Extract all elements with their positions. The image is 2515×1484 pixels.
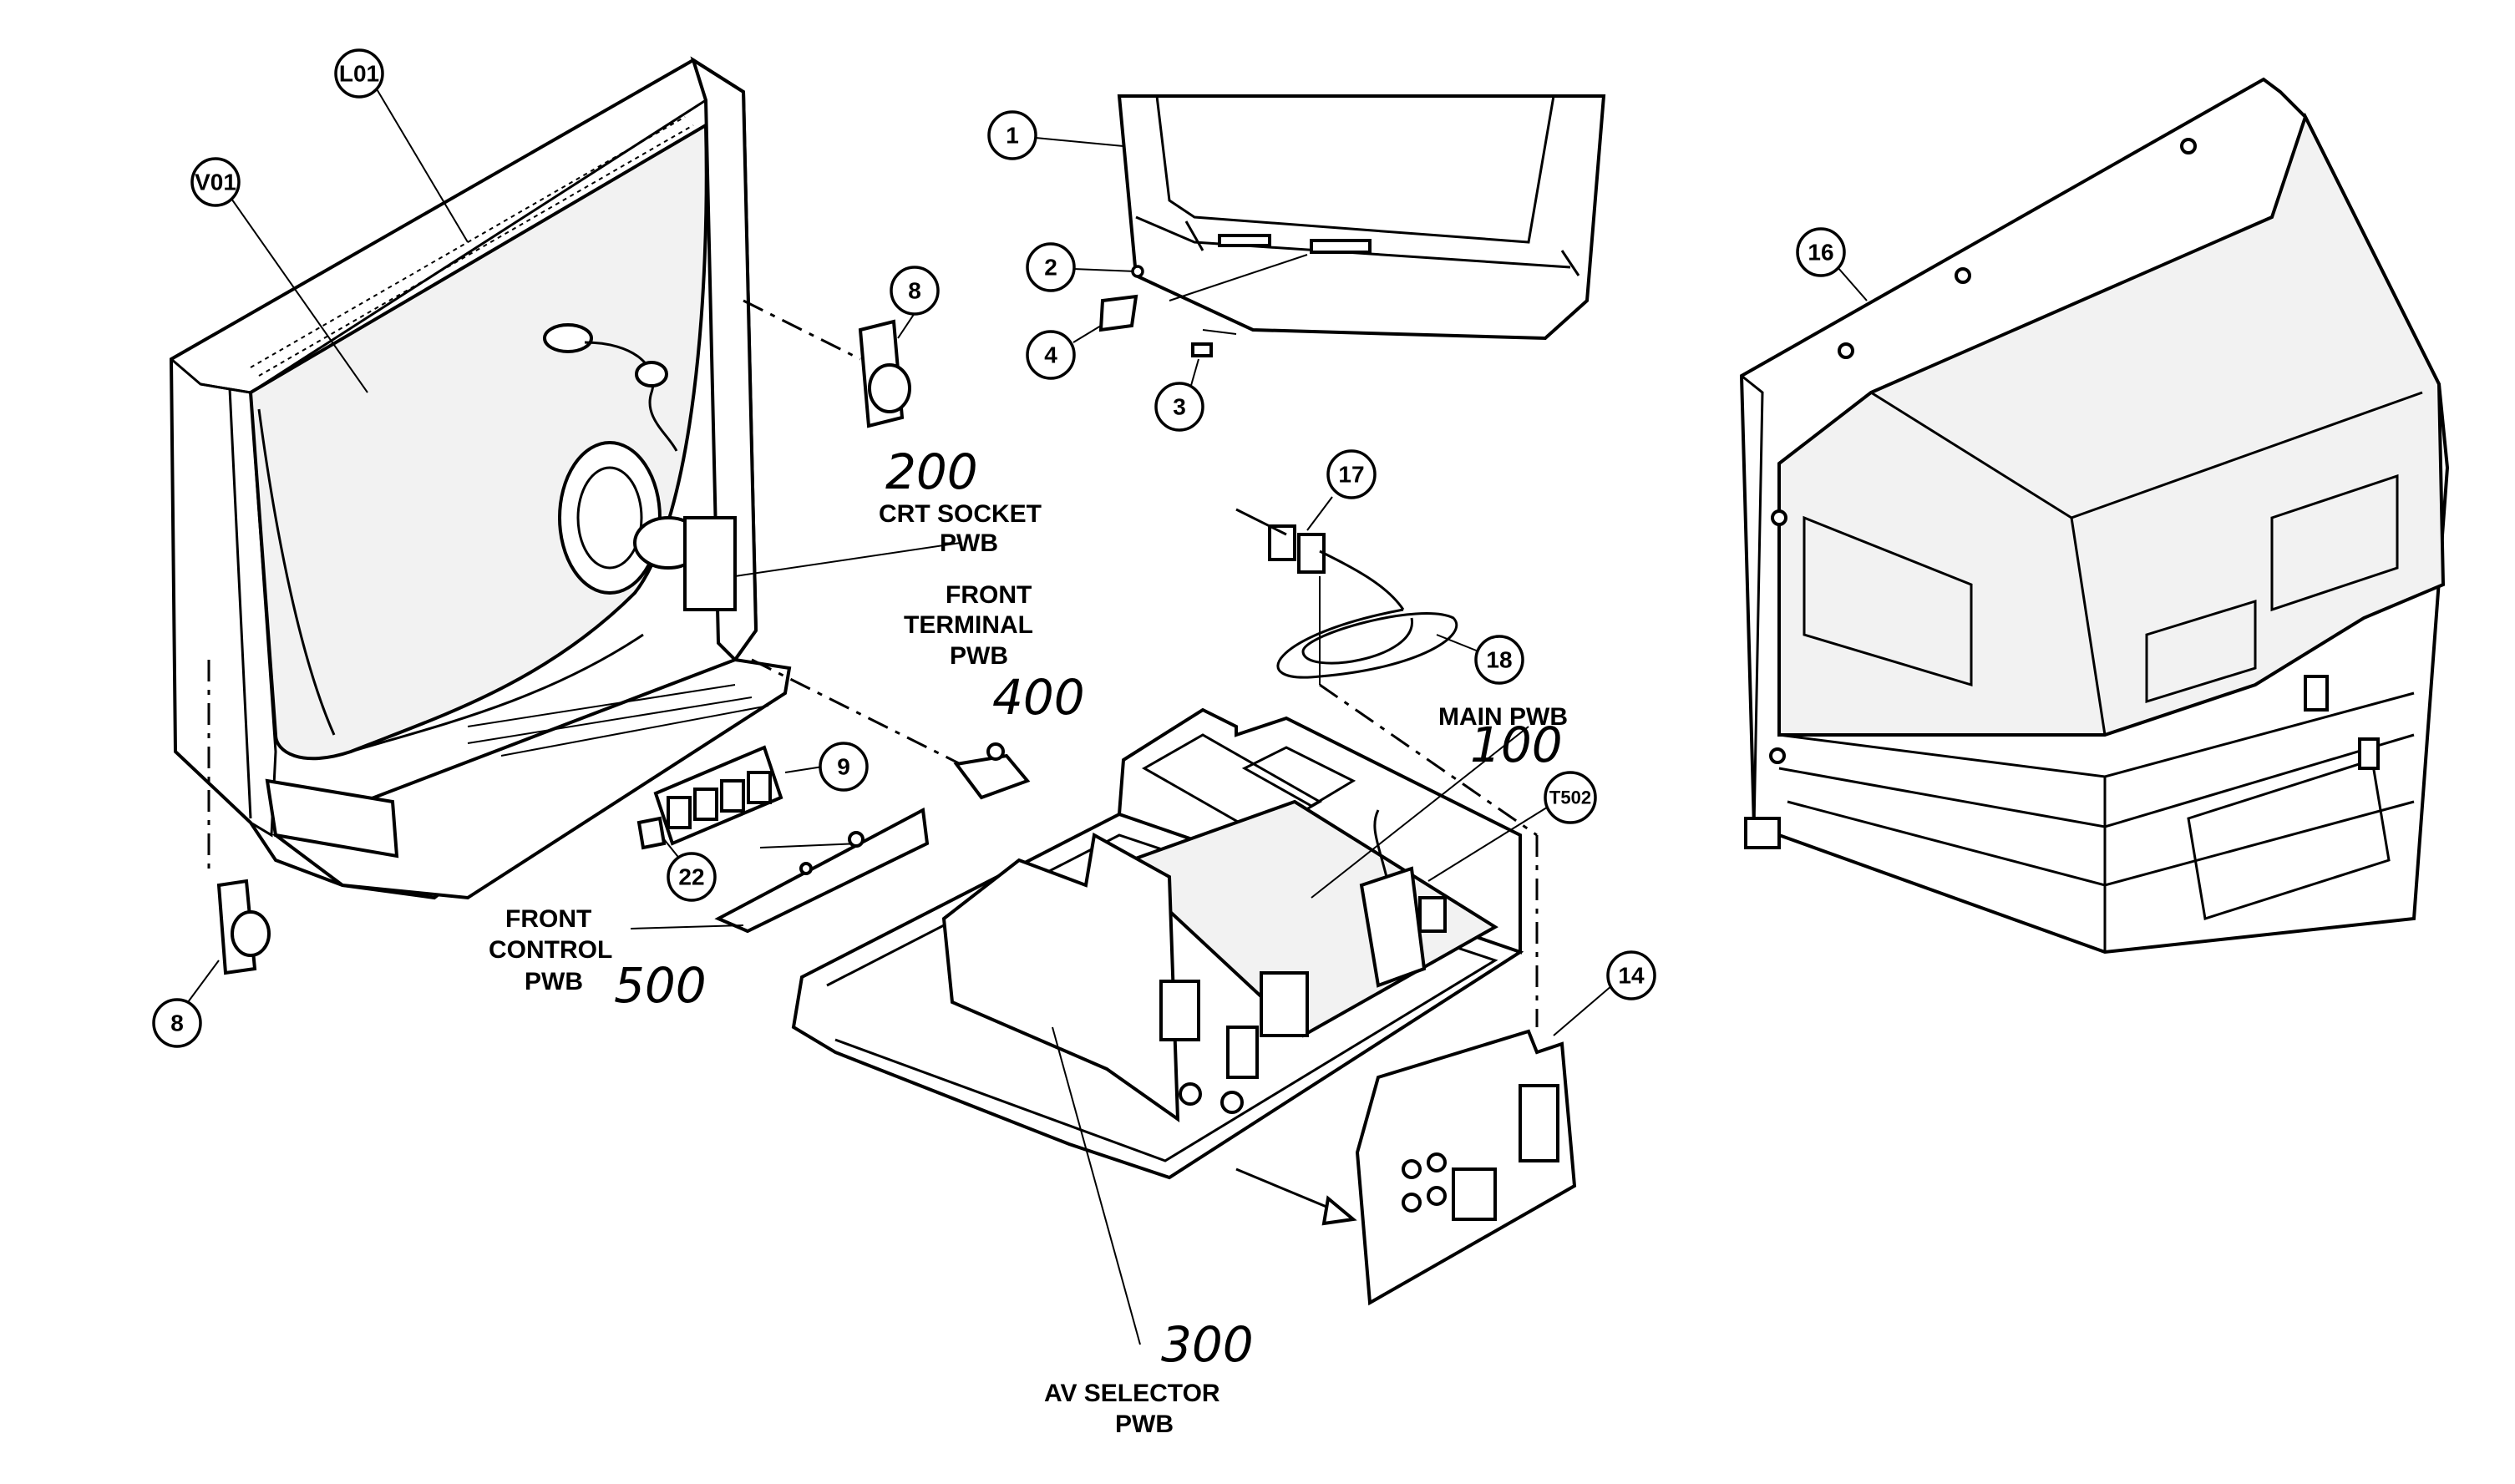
callout-4: 4 xyxy=(1026,294,1138,380)
front-terminal-label-line3: PWB xyxy=(950,642,1008,670)
callout-8-lower: 8 xyxy=(152,960,220,1048)
callout-1: 1 xyxy=(987,110,1124,160)
svg-text:4: 4 xyxy=(1044,342,1057,368)
callout-v01: V01 xyxy=(190,157,368,393)
speaker-upper xyxy=(743,299,911,428)
callout-3: 3 xyxy=(1154,254,1308,432)
main-pwb-leader xyxy=(1311,726,1529,899)
front-view-tv xyxy=(1117,94,1606,341)
svg-text:16: 16 xyxy=(1808,240,1833,266)
callout-17: 17 xyxy=(1306,449,1377,531)
rear-cabinet xyxy=(1739,77,2450,955)
front-terminal-board xyxy=(751,658,1031,800)
svg-text:8: 8 xyxy=(908,278,921,304)
crt-socket-label-line2: PWB xyxy=(940,529,998,557)
main-chassis xyxy=(791,683,1577,1306)
svg-text:14: 14 xyxy=(1618,963,1645,989)
front-control-label-line2: CONTROL xyxy=(489,936,612,964)
front-terminal-label-line2: TERMINAL xyxy=(904,611,1033,639)
front-terminal-number: 400 xyxy=(992,669,1085,726)
av-selector-leader xyxy=(1052,1026,1141,1345)
callout-16: 16 xyxy=(1796,227,1868,301)
callout-8-upper: 8 xyxy=(890,266,940,339)
svg-text:17: 17 xyxy=(1338,462,1364,488)
front-control-label-line3: PWB xyxy=(525,968,583,995)
front-control-number: 500 xyxy=(614,957,707,1014)
crt-socket-number: 200 xyxy=(885,443,978,500)
crt-socket-label-line1: CRT SOCKET xyxy=(879,500,1042,528)
callout-22: 22 xyxy=(663,838,717,902)
callout-9: 9 xyxy=(784,742,869,792)
speaker-lower xyxy=(207,660,271,975)
front-terminal-label-line1: FRONT xyxy=(946,581,1032,609)
callout-2: 2 xyxy=(1026,242,1144,292)
svg-text:18: 18 xyxy=(1486,647,1512,673)
svg-text:2: 2 xyxy=(1044,255,1057,281)
front-control-board xyxy=(636,745,930,934)
svg-text:22: 22 xyxy=(678,864,704,890)
svg-text:9: 9 xyxy=(837,754,850,780)
callout-14: 14 xyxy=(1553,950,1656,1036)
front-control-leader xyxy=(630,924,744,929)
svg-text:V01: V01 xyxy=(195,170,236,195)
crt-socket-leader xyxy=(734,542,961,577)
main-pwb-number: 100 xyxy=(1470,717,1563,773)
callout-18: 18 xyxy=(1436,634,1524,685)
callout-l01: L01 xyxy=(334,48,469,243)
callout-t502: T502 xyxy=(1427,771,1597,882)
av-selector-number: 300 xyxy=(1161,1316,1254,1373)
svg-text:8: 8 xyxy=(170,1010,184,1036)
svg-text:1: 1 xyxy=(1006,123,1019,149)
svg-text:3: 3 xyxy=(1173,394,1186,420)
front-control-label-line1: FRONT xyxy=(505,905,591,933)
main-pwb-label: MAIN PWB xyxy=(1438,703,1568,731)
svg-text:L01: L01 xyxy=(339,61,379,87)
av-selector-label-line2: PWB xyxy=(1115,1411,1174,1438)
svg-text:T502: T502 xyxy=(1549,788,1591,808)
front-cabinet-crt xyxy=(169,56,792,900)
av-selector-label-line1: AV SELECTOR xyxy=(1044,1380,1220,1407)
power-cord xyxy=(1235,508,1458,685)
